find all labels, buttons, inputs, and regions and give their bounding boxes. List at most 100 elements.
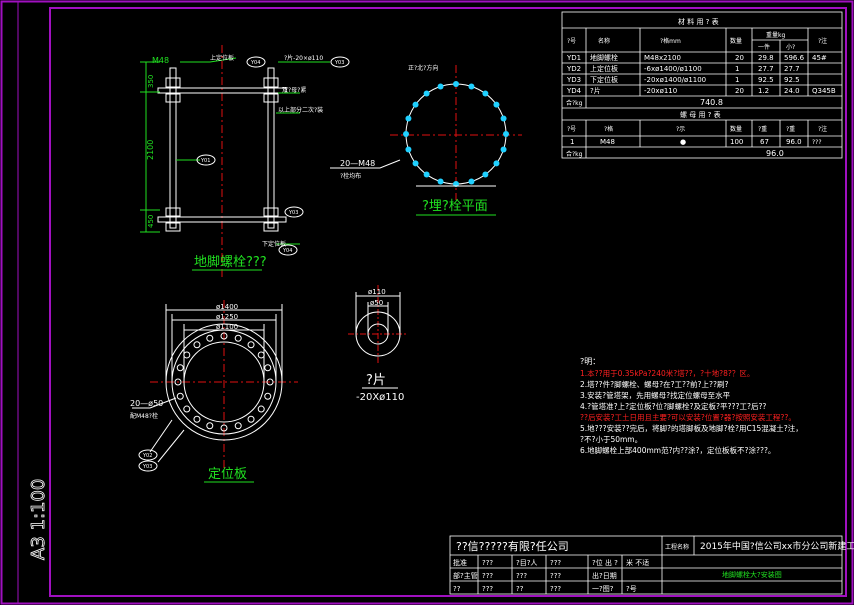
- bolt-hole-dot: [482, 90, 489, 97]
- project-label: 工程名称: [665, 543, 689, 551]
- plate-hole: [220, 332, 228, 340]
- tag-y01: Y01: [200, 158, 210, 164]
- title-block-rows: 批准????目?人????位 出 ?米 不适部?主管?????????出?日期?…: [453, 558, 649, 593]
- nut-cell-w2: 96.0: [786, 138, 802, 146]
- plate-hole: [220, 424, 228, 432]
- materials-cell: Q345B: [812, 87, 836, 95]
- plate-hole: [193, 341, 201, 349]
- bolt-hole-dot: [405, 115, 412, 122]
- nut-total-value: 96.0: [766, 149, 784, 158]
- plan-title: ?埋?栓平面: [422, 199, 488, 214]
- bolt-hole-dot: [412, 160, 419, 167]
- plate-hole: [257, 351, 265, 359]
- title-block-cell: ???: [482, 559, 493, 567]
- materials-cell: 1: [735, 76, 739, 84]
- bolt-hole-dot: [493, 160, 500, 167]
- plate-holes-label: 20—ø50: [130, 399, 163, 408]
- materials-cell: 20: [735, 87, 744, 95]
- materials-cell: 24.0: [784, 87, 800, 95]
- title-block-cell: 出?日期: [592, 571, 617, 580]
- title-block-cell: ??: [516, 585, 524, 593]
- title-block-cell: ???: [550, 572, 561, 580]
- title-block-cell: 米 不适: [626, 558, 649, 567]
- note-line: ?不?小于50mm。: [580, 435, 642, 444]
- tag-y04-b: Y04: [282, 248, 292, 254]
- title-block-cell: ???: [482, 572, 493, 580]
- washer-dim-outer: ø110: [368, 288, 386, 296]
- nut-h-w2: ?重: [786, 125, 795, 133]
- title-block-cell: 批准: [453, 558, 467, 567]
- tag-y04-a: Y04: [250, 60, 260, 66]
- mat-h-note: ?注: [818, 37, 827, 45]
- bolt-hole-dot: [437, 83, 444, 90]
- title-block-cell: 一?图?: [592, 585, 614, 593]
- materials-table: [561, 11, 843, 159]
- title-block-cell: ???: [482, 585, 493, 593]
- nut-total-label: 合?kg: [566, 150, 583, 158]
- materials-cell: 27.7: [784, 65, 800, 73]
- washer-drawing: [348, 285, 408, 389]
- note-line: ??后安装?工土日用且主要?可以安装?位置?器?按照安装工程??。: [580, 412, 796, 422]
- dim-bottom: 450: [147, 215, 155, 228]
- materials-cell: YD4: [566, 87, 582, 95]
- nut-h-icon: ?示: [676, 126, 685, 133]
- mat-h-unit: 一件: [758, 43, 770, 51]
- materials-cell: 1.2: [758, 87, 769, 95]
- bolt-hole-dot: [403, 131, 409, 137]
- dim-m48: M48: [152, 56, 169, 65]
- label-top-plate: 上定位板: [210, 54, 234, 62]
- bolt-hole-dot: [405, 146, 412, 153]
- materials-cell: 29.8: [758, 54, 774, 62]
- nut-cell-id: 1: [570, 138, 574, 146]
- plate-hole: [234, 422, 242, 430]
- title-block: [449, 535, 843, 595]
- title-block-cell: ?目?人: [516, 559, 537, 567]
- label-bottom-plate: 下定位板: [262, 240, 286, 248]
- plate-dim-1250: ø1250: [216, 313, 238, 321]
- title-block-cell: ?位 出 ?: [592, 558, 618, 567]
- materials-cell: YD1: [566, 54, 581, 62]
- bolt-hole-dot: [423, 90, 430, 97]
- dim-350: 350: [147, 75, 155, 88]
- label-plate-spec: ?片-20×ø110: [284, 54, 323, 62]
- plate-hole: [183, 351, 191, 359]
- nut-cell-spec: M48: [600, 138, 615, 146]
- tag-y03-b: Y03: [288, 210, 298, 216]
- bolt-hole-dot: [453, 81, 459, 87]
- plate-tag-y03: Y03: [142, 464, 152, 470]
- materials-cell: -20xø1400/ø1100: [644, 76, 706, 84]
- note-line: 4.?管塔准?上?定位板?位?脚螺栓?及定板?平???工?后??: [580, 401, 766, 411]
- mat-h-weight: 重量kg: [766, 31, 785, 39]
- materials-cell: 596.6: [784, 54, 805, 62]
- materials-cell: -6xø1400/ø1100: [644, 65, 702, 73]
- washer-dim-inner: ø50: [370, 299, 383, 307]
- plate-hole: [264, 364, 272, 372]
- note-line: 6.地脚螺栓上部400mm范?内??涂?，定位板板不?涂???。: [580, 445, 775, 455]
- project-name: 2015年中国?信公司xx市分公司新建工程: [700, 540, 854, 552]
- bolt-elevation: [140, 45, 350, 280]
- note-line: 5.地???安装??完后，将脚?的塔脚板及地脚?栓?用C15混凝土?注，: [580, 423, 803, 433]
- nut-cell-qty: 100: [730, 138, 743, 146]
- materials-cell: 45#: [812, 54, 827, 62]
- mat-h-qty: 数量: [730, 37, 742, 45]
- title-block-cell: ???: [516, 572, 527, 580]
- bolt-hole-dot: [468, 178, 475, 185]
- materials-cell: 92.5: [784, 76, 800, 84]
- dim-2100: 2100: [146, 140, 155, 160]
- bolt-hole-dot: [468, 83, 475, 90]
- plate-title: 定位板: [208, 467, 247, 482]
- plate-hole: [174, 378, 182, 386]
- plate-hole: [193, 415, 201, 423]
- nut-h-w1: ?重: [758, 125, 767, 133]
- bolt-hole-dot: [437, 178, 444, 185]
- bolt-hole-dot: [493, 101, 500, 108]
- drawing-name: 地脚螺栓大?安装图: [722, 570, 782, 579]
- mat-h-id: ?号: [567, 38, 576, 45]
- mat-h-spec: ?格mm: [660, 37, 681, 45]
- plate-hole: [206, 422, 214, 430]
- sheet-size-label: A3 1:100: [28, 479, 49, 560]
- plate-hole-ring: [174, 332, 274, 432]
- plate-dim-1100: ø1100: [216, 323, 238, 331]
